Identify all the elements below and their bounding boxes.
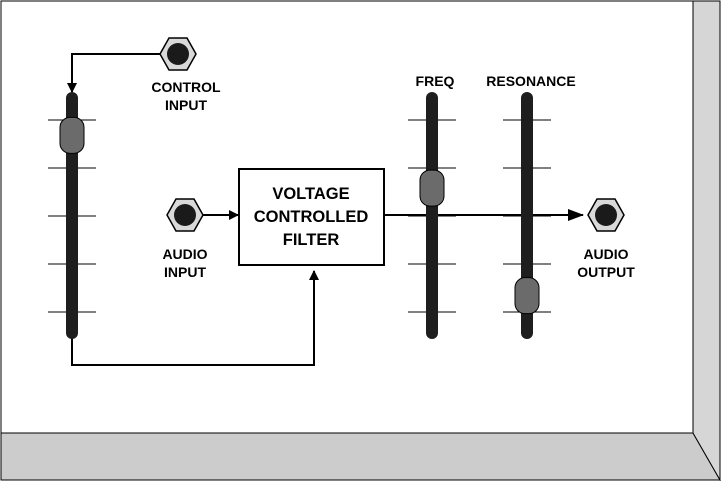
freq-slider[interactable] (408, 92, 456, 339)
control-slider[interactable] (48, 92, 96, 339)
voltage-controlled-filter-box: VOLTAGE CONTROLLED FILTER (238, 168, 385, 266)
jack-hole-icon (174, 204, 196, 226)
control-input-jack[interactable] (159, 37, 197, 71)
filter-label-line3: FILTER (283, 231, 340, 249)
jack-hole-icon (595, 204, 617, 226)
slider-thumb[interactable] (514, 277, 540, 315)
resonance-slider-label: RESONANCE (486, 73, 575, 89)
panel-side-face (692, 0, 721, 481)
filter-label-line1: VOLTAGE (272, 185, 349, 203)
audio-output-label-line2: OUTPUT (577, 264, 635, 280)
filter-label-line2: CONTROLLED (254, 208, 369, 226)
slider-thumb[interactable] (419, 169, 445, 207)
control-input-label-line2: INPUT (165, 97, 207, 113)
audio-input-label-line2: INPUT (164, 264, 206, 280)
signal-wires (67, 53, 584, 366)
audio-input-label-line1: AUDIO (162, 246, 207, 262)
audio-output-jack[interactable] (587, 198, 625, 232)
freq-slider-label: FREQ (416, 73, 455, 89)
control-input-label-line1: CONTROL (151, 79, 221, 95)
resonance-slider[interactable] (503, 92, 551, 339)
control-to-filter-wire (71, 270, 319, 366)
audio-input-jack[interactable] (166, 198, 204, 232)
filter-box-border (238, 168, 385, 266)
slider-thumb[interactable] (59, 116, 85, 154)
audio-output-label-line1: AUDIO (583, 246, 628, 262)
jack-hole-icon (167, 43, 189, 65)
panel-bottom-face (0, 432, 721, 481)
control-input-wire (67, 53, 168, 93)
